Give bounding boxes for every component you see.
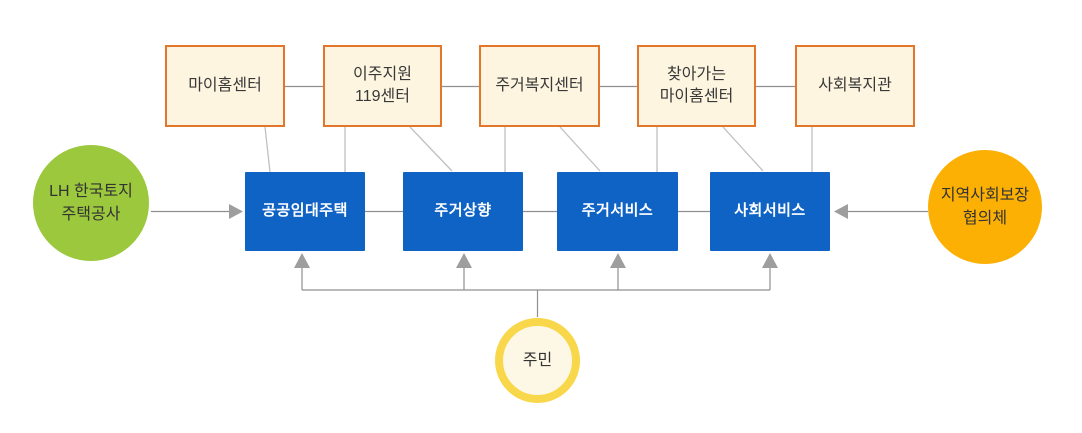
circle-community-security-council: 지역사회보장 협의체 <box>928 150 1042 264</box>
arrow-left-icon <box>834 204 848 219</box>
arrow-right-icon <box>229 204 243 219</box>
box-visiting-myhome-center: 찾아가는 마이홈센터 <box>637 45 756 127</box>
link-myhome-to-rental <box>264 126 271 173</box>
arrow-up-icon-1 <box>294 253 310 268</box>
box-relocation-119-center: 이주지원 119센터 <box>323 45 442 127</box>
box-public-rental-housing: 공공임대주택 <box>245 172 365 251</box>
arrow-up-icon-3 <box>610 253 626 268</box>
circle-lh-corporation: LH 한국토지 주택공사 <box>33 145 149 261</box>
arrow-up-icon-2 <box>456 253 472 268</box>
link-visiting-to-socialsvc <box>722 126 764 172</box>
box-housing-welfare-center: 주거복지센터 <box>479 45 600 127</box>
link-welfarecenter-to-housingsvc <box>559 126 601 172</box>
box-housing-upgrade: 주거상향 <box>403 172 523 251</box>
circle-resident: 주민 <box>495 318 580 403</box>
link-119-to-upgrade <box>409 126 453 172</box>
arrow-up-icon-4 <box>762 253 778 268</box>
box-housing-service: 주거서비스 <box>557 172 678 251</box>
box-myhome-center: 마이홈센터 <box>165 45 285 127</box>
box-social-service: 사회서비스 <box>710 172 830 251</box>
box-social-welfare-hall: 사회복지관 <box>795 45 915 127</box>
